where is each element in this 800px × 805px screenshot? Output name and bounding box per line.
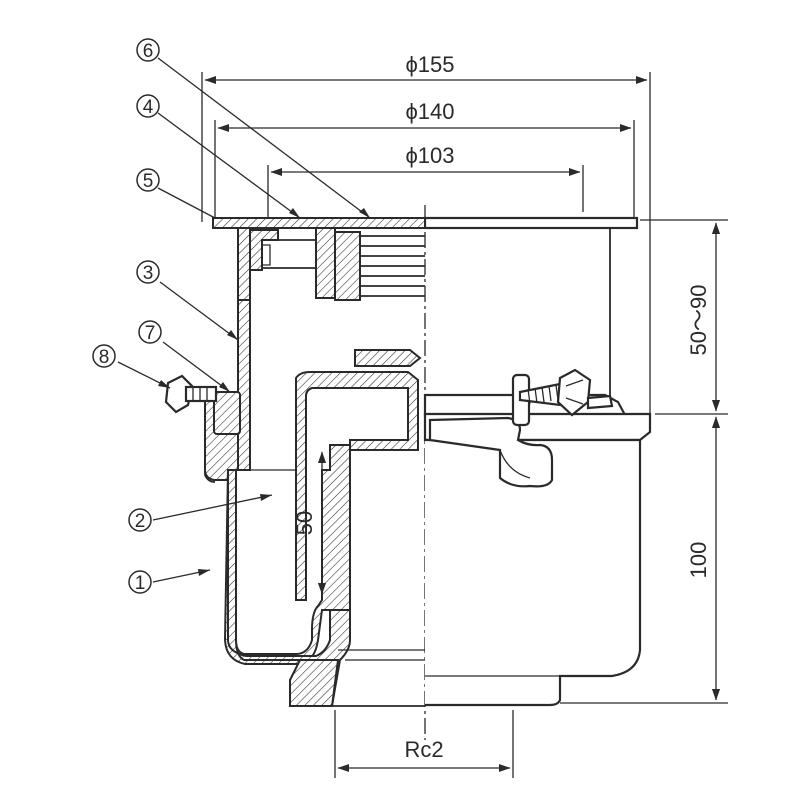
svg-text:6: 6 [143,41,154,62]
callout-5: 5 [136,168,160,192]
dim-label-155: ϕ155 [405,52,454,77]
svg-text:5: 5 [143,171,154,192]
dimension-dia-155: ϕ155 [201,52,651,420]
dimension-height-trap: 50 [292,451,327,595]
svg-text:2: 2 [135,511,146,532]
svg-text:7: 7 [145,323,156,344]
dim-label-140: ϕ140 [405,99,454,124]
svg-text:1: 1 [135,573,146,594]
svg-text:3: 3 [143,263,154,284]
callout-1: 1 [128,570,152,594]
dim-label-50: 50 [292,511,317,535]
svg-text:8: 8 [99,347,110,368]
dimension-height-adjust: 50～90 [640,219,728,415]
callout-7: 7 [138,320,162,344]
dimension-outlet-thread: Rc2 [334,710,514,778]
callout-3: 3 [136,260,160,284]
dim-label-rc2: Rc2 [404,737,443,762]
exterior-view-right-half [423,216,652,707]
svg-text:4: 4 [143,97,154,118]
callout-6: 6 [136,38,160,62]
dimension-dia-103: ϕ103 [267,143,584,222]
callout-leaders [117,57,371,583]
callout-2: 2 [128,508,152,532]
dim-label-103: ϕ103 [405,143,454,168]
dim-label-50-90: 50～90 [686,285,711,356]
section-view-left-half [164,217,426,707]
callout-4: 4 [136,94,160,118]
callout-leader-arrows [158,208,370,576]
callout-8: 8 [92,344,116,368]
dimension-height-body: 100 [560,416,728,704]
dimension-dia-140: ϕ140 [214,99,635,222]
dim-label-100: 100 [686,542,711,579]
